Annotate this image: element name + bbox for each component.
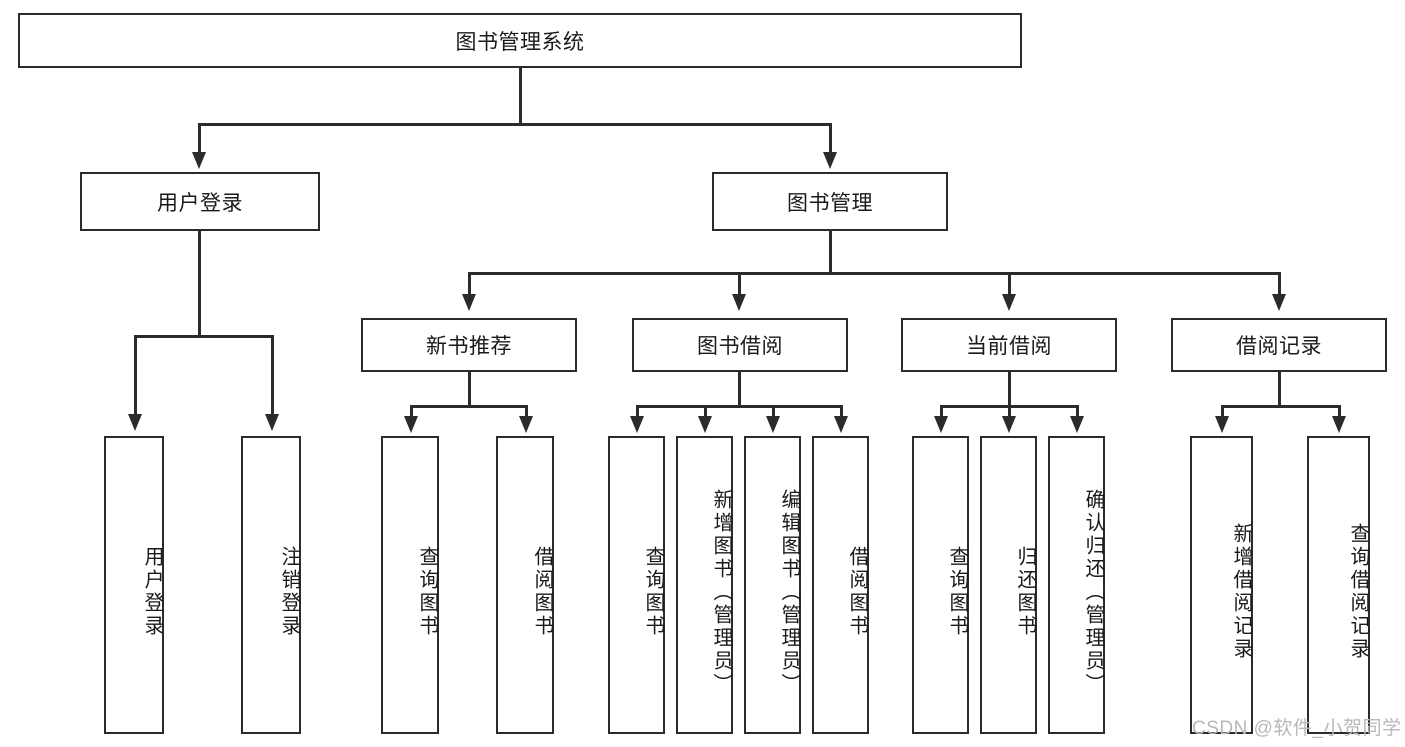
edge-user-login-leaf1 (134, 335, 137, 417)
node-label: 新增借阅记录 (1230, 523, 1252, 661)
node-label: 查询图书 (416, 546, 438, 638)
csdn-watermark: CSDN @软件_小贺同学 (1192, 718, 1402, 739)
arrow-nbr-leaf1 (404, 416, 418, 433)
node-label: 查询借阅记录 (1347, 523, 1369, 661)
arrow-cb-leaf2 (1002, 416, 1016, 433)
arrow-cb-leaf3 (1070, 416, 1084, 433)
arrow-user-login-leaf2 (265, 414, 279, 431)
node-label: 借阅图书 (846, 546, 868, 638)
arrow-to-current-borrow (1002, 294, 1016, 311)
node-label: 图书管理系统 (455, 30, 585, 54)
node-label: 查询图书 (642, 546, 664, 638)
node-label: 查询图书 (946, 546, 968, 638)
edge-bb-leaf3 (772, 405, 775, 419)
edge-to-current-borrow (1008, 272, 1011, 297)
edge-cb-stem (1008, 372, 1011, 405)
arrow-to-book-borrow (732, 294, 746, 311)
node-label: 借阅记录 (1236, 335, 1322, 358)
edge-bb-leaf4 (840, 405, 843, 419)
leaf-user-login[interactable]: 用户登录 (104, 436, 164, 734)
arrow-br-leaf2 (1332, 416, 1346, 433)
edge-nbr-leaf2 (525, 405, 528, 419)
node-book-borrowing[interactable]: 图书借阅 (632, 318, 848, 372)
leaf-bb-add-book-admin[interactable]: 新增图书（管理员） (676, 436, 733, 734)
leaf-cb-query-books[interactable]: 查询图书 (912, 436, 969, 734)
edge-user-login-bus (134, 335, 273, 338)
arrow-cb-leaf1 (934, 416, 948, 433)
node-label: 用户登录 (157, 191, 243, 215)
edge-nbr-stem (468, 372, 471, 405)
edge-to-user-login (198, 123, 201, 155)
edge-nbr-leaf1 (410, 405, 413, 419)
edge-user-login-leaf2 (271, 335, 274, 417)
node-label: 注销登录 (278, 546, 300, 638)
node-label: 新增图书（管理员） (710, 488, 732, 696)
arrow-to-user-login (192, 152, 206, 169)
edge-root-bus (198, 123, 831, 126)
edge-bb-stem (738, 372, 741, 405)
edge-cb-leaf2 (1008, 405, 1011, 419)
edge-to-book-borrow (738, 272, 741, 297)
edge-br-bus (1221, 405, 1340, 408)
edge-to-borrow-record (1278, 272, 1281, 297)
edge-user-login-stem (198, 231, 201, 335)
edge-br-leaf2 (1338, 405, 1341, 419)
node-label: 图书借阅 (697, 335, 783, 358)
node-new-book-recommendation[interactable]: 新书推荐 (361, 318, 577, 372)
node-current-borrowing[interactable]: 当前借阅 (901, 318, 1117, 372)
edge-book-mgmt-stem (829, 231, 832, 272)
arrow-bb-leaf1 (630, 416, 644, 433)
edge-bb-leaf1 (636, 405, 639, 419)
leaf-br-query-record[interactable]: 查询借阅记录 (1307, 436, 1370, 734)
edge-br-leaf1 (1221, 405, 1224, 419)
node-label: 归还图书 (1014, 546, 1036, 638)
arrow-user-login-leaf1 (128, 414, 142, 431)
node-label: 新书推荐 (426, 335, 512, 358)
leaf-bb-edit-book-admin[interactable]: 编辑图书（管理员） (744, 436, 801, 734)
node-label: 用户登录 (141, 546, 163, 638)
arrow-nbr-leaf2 (519, 416, 533, 433)
node-borrowing-records[interactable]: 借阅记录 (1171, 318, 1387, 372)
edge-to-new-book-rec (468, 272, 471, 297)
edge-bb-leaf2 (704, 405, 707, 419)
arrow-br-leaf1 (1215, 416, 1229, 433)
node-user-login[interactable]: 用户登录 (80, 172, 320, 231)
node-label: 确认归还（管理员） (1082, 488, 1104, 696)
arrow-to-book-mgmt (823, 152, 837, 169)
leaf-bb-query-books[interactable]: 查询图书 (608, 436, 665, 734)
edge-root-stem (519, 68, 522, 123)
leaf-br-add-record[interactable]: 新增借阅记录 (1190, 436, 1253, 734)
leaf-cb-confirm-return-admin[interactable]: 确认归还（管理员） (1048, 436, 1105, 734)
node-label: 当前借阅 (966, 335, 1052, 358)
edge-to-book-mgmt (829, 123, 832, 155)
arrow-bb-leaf3 (766, 416, 780, 433)
node-root-system[interactable]: 图书管理系统 (18, 13, 1022, 68)
edge-cb-leaf1 (940, 405, 943, 419)
edge-br-stem (1278, 372, 1281, 405)
node-label: 借阅图书 (531, 546, 553, 638)
node-book-management[interactable]: 图书管理 (712, 172, 948, 231)
node-label: 编辑图书（管理员） (778, 488, 800, 696)
leaf-nbr-query-books[interactable]: 查询图书 (381, 436, 439, 734)
arrow-bb-leaf4 (834, 416, 848, 433)
leaf-bb-borrow-books[interactable]: 借阅图书 (812, 436, 869, 734)
leaf-logout[interactable]: 注销登录 (241, 436, 301, 734)
leaf-nbr-borrow-books[interactable]: 借阅图书 (496, 436, 554, 734)
leaf-cb-return-books[interactable]: 归还图书 (980, 436, 1037, 734)
arrow-to-borrow-record (1272, 294, 1286, 311)
edge-bb-bus (636, 405, 842, 408)
edge-cb-leaf3 (1076, 405, 1079, 419)
edge-nbr-bus (410, 405, 527, 408)
edge-level3-bus (468, 272, 1280, 275)
arrow-bb-leaf2 (698, 416, 712, 433)
node-label: 图书管理 (787, 191, 873, 215)
arrow-to-new-book-rec (462, 294, 476, 311)
